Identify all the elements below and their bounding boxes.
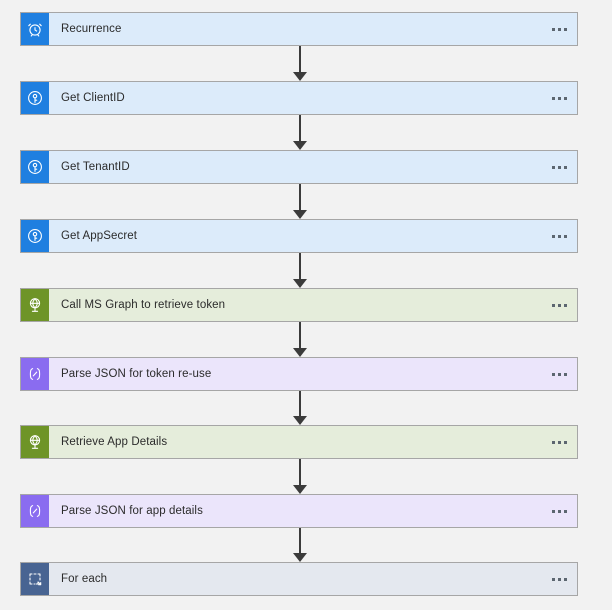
- http-globe-icon: [21, 289, 49, 321]
- connector-line: [299, 253, 301, 280]
- overflow-menu-icon[interactable]: [544, 234, 567, 238]
- connector-line: [299, 322, 301, 349]
- overflow-menu-icon[interactable]: [544, 303, 567, 307]
- action-card[interactable]: For each: [20, 562, 578, 596]
- action-card-title: Recurrence: [61, 23, 122, 35]
- connector-line: [299, 115, 301, 142]
- action-card[interactable]: Get AppSecret: [20, 219, 578, 253]
- connector-line: [299, 46, 301, 73]
- action-card-body[interactable]: Get TenantID: [49, 151, 577, 183]
- action-card-body[interactable]: Recurrence: [49, 13, 577, 45]
- action-card-title: Get ClientID: [61, 92, 125, 104]
- connector-arrow: [292, 184, 308, 219]
- key-vault-icon: [21, 82, 49, 114]
- action-card[interactable]: Parse JSON for app details: [20, 494, 578, 528]
- action-card-title: Parse JSON for app details: [61, 505, 203, 517]
- key-vault-icon: [21, 151, 49, 183]
- action-card-body[interactable]: Call MS Graph to retrieve token: [49, 289, 577, 321]
- connector-arrowhead: [293, 279, 307, 288]
- key-vault-icon: [21, 220, 49, 252]
- overflow-menu-icon[interactable]: [544, 577, 567, 581]
- connector-line: [299, 391, 301, 417]
- connector-arrow: [292, 528, 308, 562]
- connector-arrow: [292, 459, 308, 494]
- action-card-body[interactable]: Retrieve App Details: [49, 426, 577, 458]
- connector-arrowhead: [293, 416, 307, 425]
- action-card[interactable]: Retrieve App Details: [20, 425, 578, 459]
- overflow-menu-icon[interactable]: [544, 372, 567, 376]
- connector-arrow: [292, 391, 308, 425]
- overflow-menu-icon[interactable]: [544, 96, 567, 100]
- parse-json-icon: [21, 495, 49, 527]
- connector-arrow: [292, 322, 308, 357]
- action-card-body[interactable]: Parse JSON for token re-use: [49, 358, 577, 390]
- parse-json-icon: [21, 358, 49, 390]
- connector-arrow: [292, 115, 308, 150]
- action-card-body[interactable]: Parse JSON for app details: [49, 495, 577, 527]
- action-card-title: Get AppSecret: [61, 230, 138, 242]
- connector-arrowhead: [293, 72, 307, 81]
- connector-line: [299, 528, 301, 554]
- action-card[interactable]: Parse JSON for token re-use: [20, 357, 578, 391]
- connector-arrowhead: [293, 553, 307, 562]
- action-card-title: Get TenantID: [61, 161, 130, 173]
- action-card-body[interactable]: Get ClientID: [49, 82, 577, 114]
- overflow-menu-icon[interactable]: [544, 509, 567, 513]
- connector-arrowhead: [293, 485, 307, 494]
- foreach-loop-icon: [21, 563, 49, 595]
- action-card[interactable]: Recurrence: [20, 12, 578, 46]
- connector-arrowhead: [293, 348, 307, 357]
- action-card-title: Parse JSON for token re-use: [61, 368, 212, 380]
- action-card-title: Retrieve App Details: [61, 436, 168, 448]
- action-card[interactable]: Get ClientID: [20, 81, 578, 115]
- http-globe-icon: [21, 426, 49, 458]
- connector-line: [299, 459, 301, 486]
- connector-arrowhead: [293, 141, 307, 150]
- alarm-clock-icon: [21, 13, 49, 45]
- action-card[interactable]: Get TenantID: [20, 150, 578, 184]
- action-card-title: Call MS Graph to retrieve token: [61, 299, 226, 311]
- overflow-menu-icon[interactable]: [544, 27, 567, 31]
- connector-line: [299, 184, 301, 211]
- connector-arrow: [292, 46, 308, 81]
- action-card-body[interactable]: Get AppSecret: [49, 220, 577, 252]
- action-card-body[interactable]: For each: [49, 563, 577, 595]
- action-card-title: For each: [61, 573, 108, 585]
- connector-arrow: [292, 253, 308, 288]
- overflow-menu-icon[interactable]: [544, 440, 567, 444]
- overflow-menu-icon[interactable]: [544, 165, 567, 169]
- action-card[interactable]: Call MS Graph to retrieve token: [20, 288, 578, 322]
- connector-arrowhead: [293, 210, 307, 219]
